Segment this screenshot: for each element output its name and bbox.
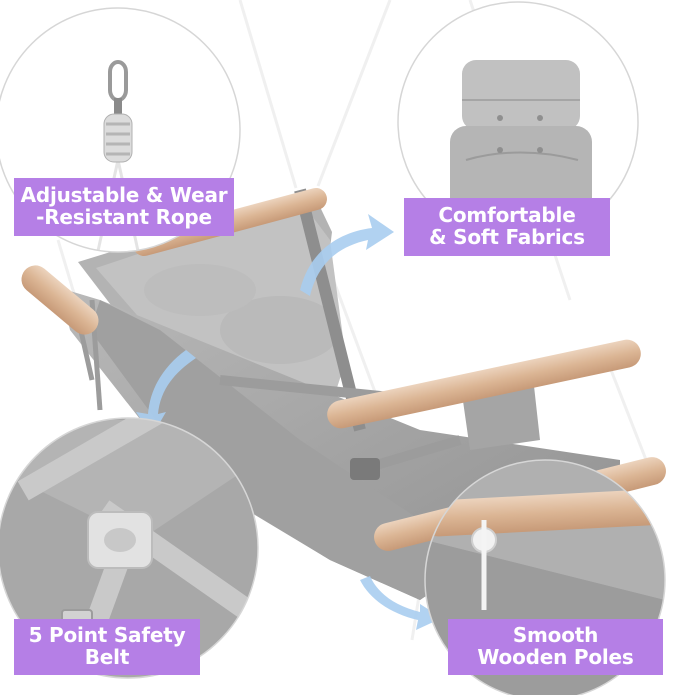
belt-callout-label: 5 Point Safety Belt (14, 619, 200, 675)
rope-callout-label: Adjustable & Wear -Resistant Rope (14, 178, 234, 236)
poles-callout-label: Smooth Wooden Poles (448, 619, 663, 675)
fabric-callout-label: Comfortable & Soft Fabrics (404, 198, 610, 256)
rotation-arrows (136, 214, 442, 630)
